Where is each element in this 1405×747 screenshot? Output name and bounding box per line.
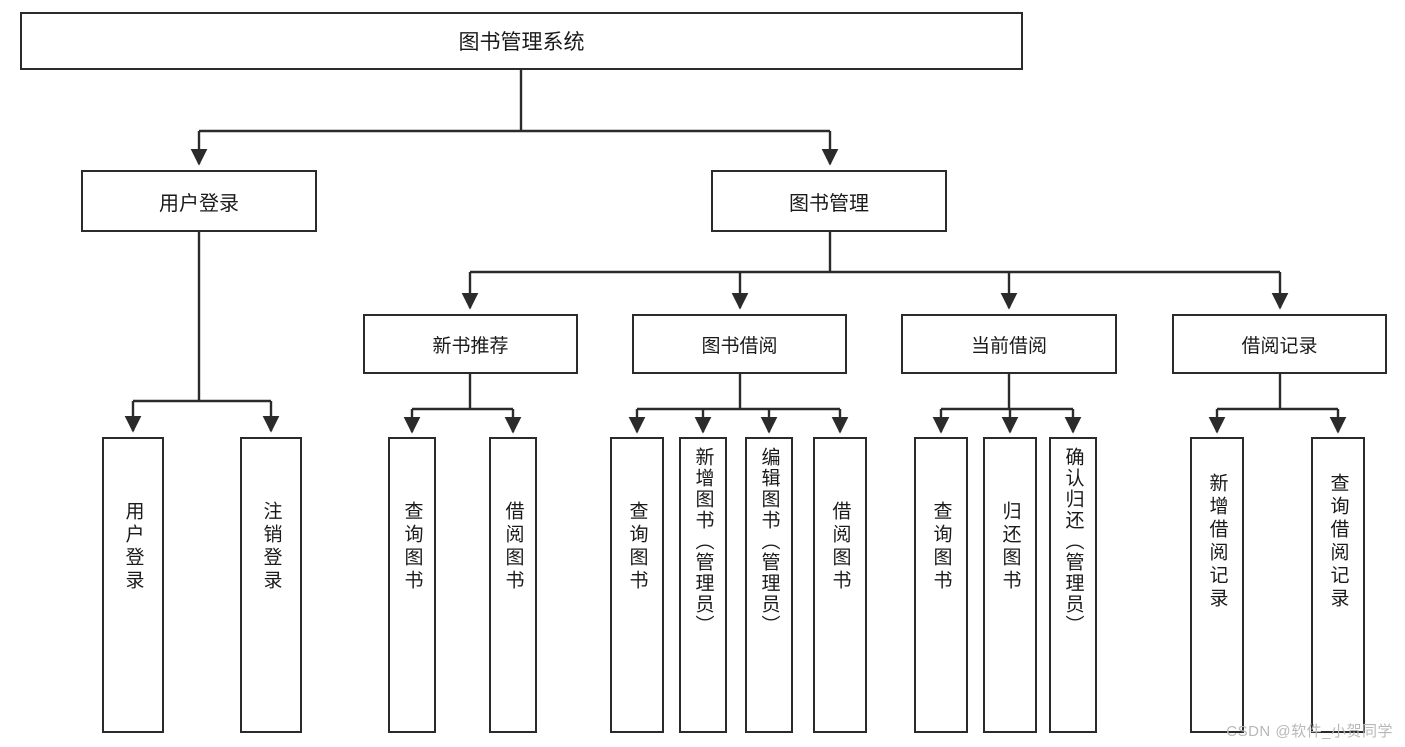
node-label: 新增借阅记录: [1206, 473, 1228, 611]
node-leaf-borrow-query-book[interactable]: 查询图书: [610, 437, 664, 733]
node-label: 查询图书: [930, 501, 952, 593]
node-borrow-record[interactable]: 借阅记录: [1172, 314, 1387, 374]
node-leaf-borrow-add-book[interactable]: 新增图书（管理员）: [679, 437, 727, 733]
node-label: 用户登录: [159, 192, 239, 215]
node-label: 借阅图书: [829, 501, 851, 593]
node-leaf-rec-add-record[interactable]: 新增借阅记录: [1190, 437, 1244, 733]
node-book-manage[interactable]: 图书管理: [711, 170, 947, 232]
node-label: 查询图书: [626, 501, 648, 593]
node-book-borrow[interactable]: 图书借阅: [632, 314, 847, 374]
node-leaf-rec-query-record[interactable]: 查询借阅记录: [1311, 437, 1365, 733]
node-label: 用户登录: [122, 501, 144, 593]
node-leaf-cur-confirm-return[interactable]: 确认归还（管理员）: [1049, 437, 1097, 733]
node-user-login[interactable]: 用户登录: [81, 170, 317, 232]
node-label: 注销登录: [260, 501, 282, 593]
node-new-book-recommend[interactable]: 新书推荐: [363, 314, 578, 374]
node-label: 图书管理系统: [458, 31, 585, 54]
node-root-system[interactable]: 图书管理系统: [20, 12, 1023, 70]
node-label: 查询借阅记录: [1327, 473, 1349, 611]
node-label: 新书推荐: [432, 335, 509, 357]
node-label: 图书借阅: [701, 335, 778, 357]
node-leaf-user-logout[interactable]: 注销登录: [240, 437, 302, 733]
node-label: 确认归还（管理员）: [1062, 447, 1084, 636]
node-label: 当前借阅: [970, 335, 1047, 357]
node-current-borrow[interactable]: 当前借阅: [901, 314, 1117, 374]
node-leaf-borrow-borrow-book[interactable]: 借阅图书: [813, 437, 867, 733]
node-leaf-rec-query-book[interactable]: 查询图书: [388, 437, 436, 733]
node-leaf-borrow-edit-book[interactable]: 编辑图书（管理员）: [745, 437, 793, 733]
node-leaf-cur-return-book[interactable]: 归还图书: [983, 437, 1037, 733]
node-leaf-user-login[interactable]: 用户登录: [102, 437, 164, 733]
node-label: 图书管理: [789, 192, 869, 215]
node-label: 编辑图书（管理员）: [758, 447, 780, 636]
node-label: 借阅图书: [502, 501, 524, 593]
watermark-text: CSDN @软件_小贺同学: [1226, 723, 1393, 740]
node-label: 查询图书: [401, 501, 423, 593]
node-label: 借阅记录: [1241, 335, 1318, 357]
node-label: 归还图书: [999, 501, 1021, 593]
node-leaf-cur-query-book[interactable]: 查询图书: [914, 437, 968, 733]
node-label: 新增图书（管理员）: [692, 447, 714, 636]
node-leaf-rec-borrow-book[interactable]: 借阅图书: [489, 437, 537, 733]
